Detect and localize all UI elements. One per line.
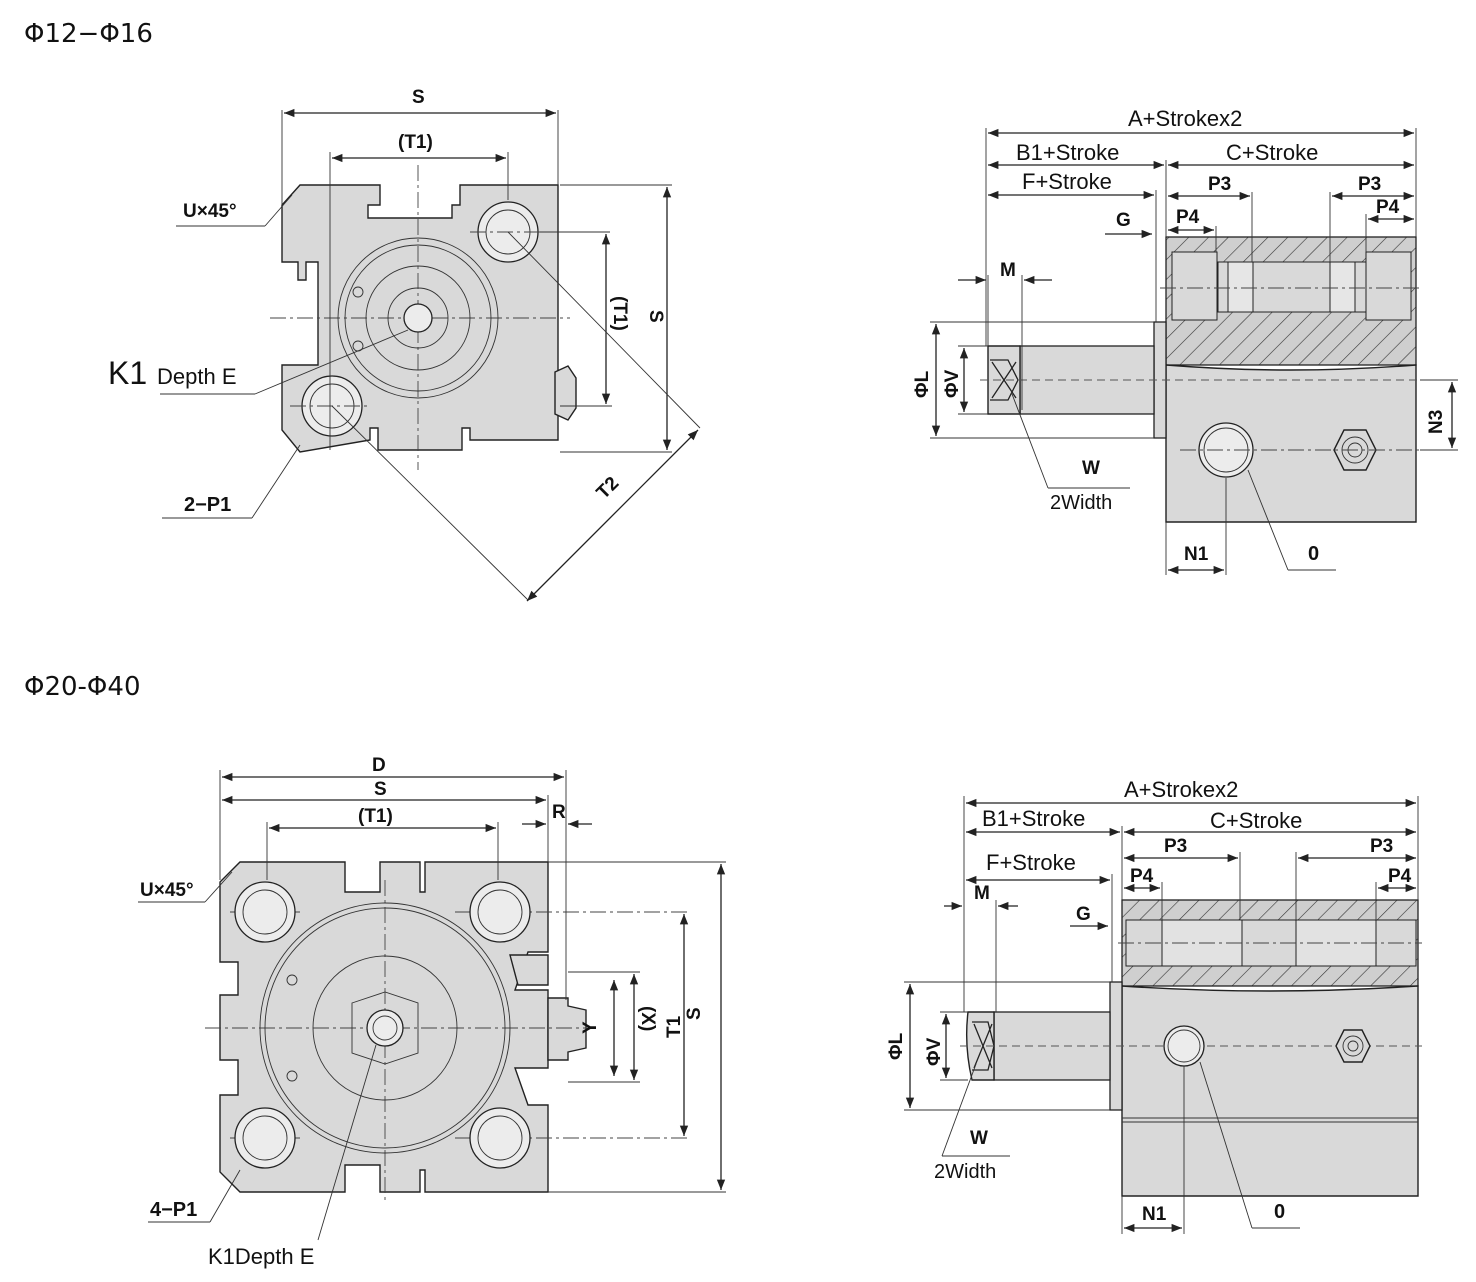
bottom-side-dim-P3-right: P3 <box>1370 836 1393 857</box>
top-front-thread-K1: K1 <box>108 355 147 391</box>
bottom-front-bore-outer-circle <box>259 902 511 1154</box>
top-front-dim-S: S <box>412 87 425 108</box>
bottom-side-dim-B1: B1+Stroke <box>982 806 1085 831</box>
bottom-front-dim-X: (X) <box>637 1006 658 1031</box>
bottom-side-dim-C: C+Stroke <box>1210 808 1302 833</box>
top-front-port-fitting <box>554 365 577 421</box>
bottom-front-thread-K1-depth: K1Depth E <box>208 1244 314 1269</box>
top-front-port-P1: 2−P1 <box>184 494 231 516</box>
bottom-front-dim-T1-vertical: T1 <box>664 1015 685 1038</box>
bottom-side-dim-G: G <box>1076 904 1091 925</box>
bottom-side-dim-V: ΦV <box>924 1037 945 1066</box>
top-side-view: A+Strokex2 B1+Stroke C+Stroke F+Stroke P… <box>912 106 1460 575</box>
top-front-dim-T2: T2 <box>593 473 624 504</box>
bottom-side-dim-F: F+Stroke <box>986 850 1076 875</box>
bottom-side-width-label: 2Width <box>934 1161 996 1183</box>
bottom-side-view: A+Strokex2 B1+Stroke C+Stroke P3 P3 F+St… <box>886 777 1422 1234</box>
top-side-port-hole <box>1198 422 1254 478</box>
bottom-front-dim-Y: Y <box>580 1021 601 1034</box>
bottom-front-rod-hole <box>366 1009 404 1047</box>
top-side-dim-N1: N1 <box>1184 544 1209 565</box>
top-side-dim-V: ΦV <box>942 369 963 398</box>
bottom-side-dim-L: ΦL <box>886 1032 907 1060</box>
bottom-side-dim-O: 0 <box>1274 1201 1285 1223</box>
bottom-side-dim-A: A+Strokex2 <box>1124 777 1238 802</box>
top-front-view: S (T1) U×45° (T1) S T2 K1 Depth E 2− <box>108 87 701 602</box>
bottom-front-dim-T1: (T1) <box>358 806 393 827</box>
bottom-side-hex-fitting <box>1335 1029 1371 1063</box>
top-side-rod <box>1019 345 1155 415</box>
section-title-large-bore: Φ20-Φ40 <box>24 672 140 702</box>
top-side-dim-P4-left: P4 <box>1176 207 1200 228</box>
bottom-side-port-hole <box>1163 1025 1205 1067</box>
bottom-front-mount-holes <box>234 881 531 1169</box>
bottom-side-dim-N1: N1 <box>1142 1204 1167 1225</box>
top-side-dim-B1: B1+Stroke <box>1016 140 1119 165</box>
section-title-small-bore: Φ12−Φ16 <box>24 19 153 49</box>
top-front-dim-T1-vertical: (T1) <box>609 296 630 331</box>
bottom-side-dim-W: W <box>970 1128 988 1149</box>
bottom-side-dim-M: M <box>974 883 990 904</box>
bottom-front-chamfer-label: U×45° <box>140 880 194 901</box>
top-side-dim-O: 0 <box>1308 543 1319 565</box>
top-side-dim-L: ΦL <box>912 370 933 398</box>
bottom-front-view: D S (T1) R U×45° S T1 (X) Y <box>138 755 726 1269</box>
top-side-dim-P3-left: P3 <box>1208 174 1231 195</box>
bottom-front-dim-R: R <box>552 802 566 823</box>
top-side-dim-F: F+Stroke <box>1022 169 1112 194</box>
top-front-chamfer-label: U×45° <box>183 201 237 222</box>
top-side-dim-M: M <box>1000 260 1016 281</box>
top-side-dim-P3-right: P3 <box>1358 174 1381 195</box>
top-side-dim-P4-right: P4 <box>1376 197 1400 218</box>
bottom-side-dim-P3-left: P3 <box>1164 836 1187 857</box>
top-side-width-label: 2Width <box>1050 492 1112 514</box>
top-front-dim-T1: (T1) <box>398 132 433 153</box>
bottom-front-dim-S-vertical: S <box>684 1007 705 1020</box>
top-side-dim-G: G <box>1116 210 1131 231</box>
bottom-front-port-P1: 4−P1 <box>150 1199 197 1221</box>
top-side-body <box>1165 364 1417 523</box>
bottom-front-port-fitting <box>547 997 587 1061</box>
top-front-bore-outer-circle <box>337 237 499 399</box>
top-side-dim-W: W <box>1082 458 1100 479</box>
top-side-dim-A: A+Strokex2 <box>1128 106 1242 131</box>
bottom-side-dim-P4-right: P4 <box>1388 866 1412 887</box>
top-side-dim-C: C+Stroke <box>1226 140 1318 165</box>
top-front-rod-circle <box>387 287 449 349</box>
top-side-dim-N3: N3 <box>1426 410 1447 434</box>
top-front-dim-S-vertical: S <box>645 310 666 323</box>
bottom-front-rod-hex <box>351 991 419 1065</box>
bottom-side-dim-P4-left: P4 <box>1130 866 1154 887</box>
bottom-front-dim-S: S <box>374 779 387 800</box>
bottom-side-body <box>1121 985 1419 1197</box>
top-front-thread-depth: Depth E <box>157 364 237 389</box>
bottom-front-dim-D: D <box>372 755 386 776</box>
